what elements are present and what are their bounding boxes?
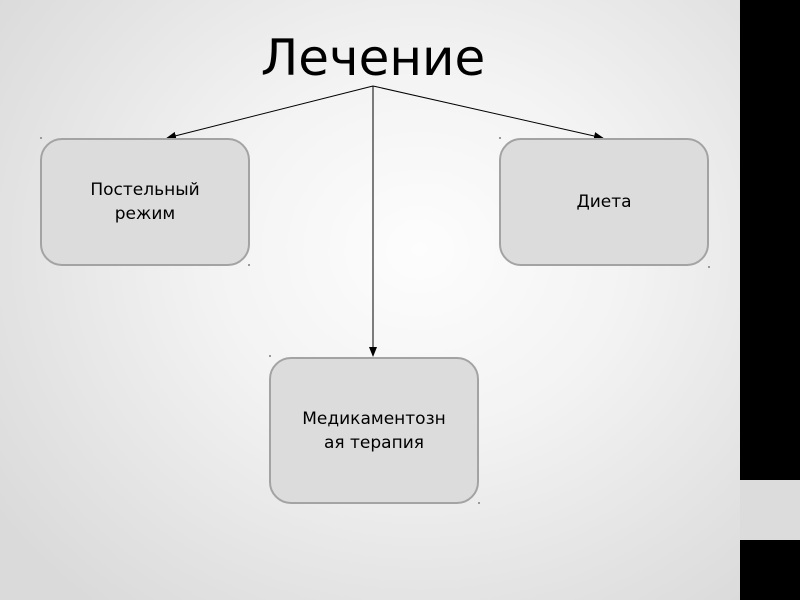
selection-handle <box>248 264 250 266</box>
node-drug-therapy: Медикаментозн ая терапия <box>269 357 479 504</box>
slide-canvas: Лечение Постельный режим Диета Медикамен… <box>0 0 740 600</box>
diagram-title: Лечение <box>260 29 486 87</box>
selection-handle <box>708 266 710 268</box>
arrow-to-bed-rest <box>166 85 374 140</box>
node-diet-label: Диета <box>576 192 632 212</box>
selection-handle <box>478 502 480 504</box>
node-bed-rest-label: Постельный режим <box>90 180 200 224</box>
arrow-to-diet <box>372 85 604 140</box>
node-drug-therapy-label: Медикаментозн ая терапия <box>302 408 446 453</box>
side-strip-band <box>740 480 800 540</box>
selection-handle <box>499 137 501 139</box>
node-bed-rest: Постельный режим <box>40 138 250 266</box>
connector-arrows <box>166 85 604 357</box>
node-diet: Диета <box>499 138 709 266</box>
selection-handle <box>269 355 271 357</box>
selection-handle <box>40 137 42 139</box>
